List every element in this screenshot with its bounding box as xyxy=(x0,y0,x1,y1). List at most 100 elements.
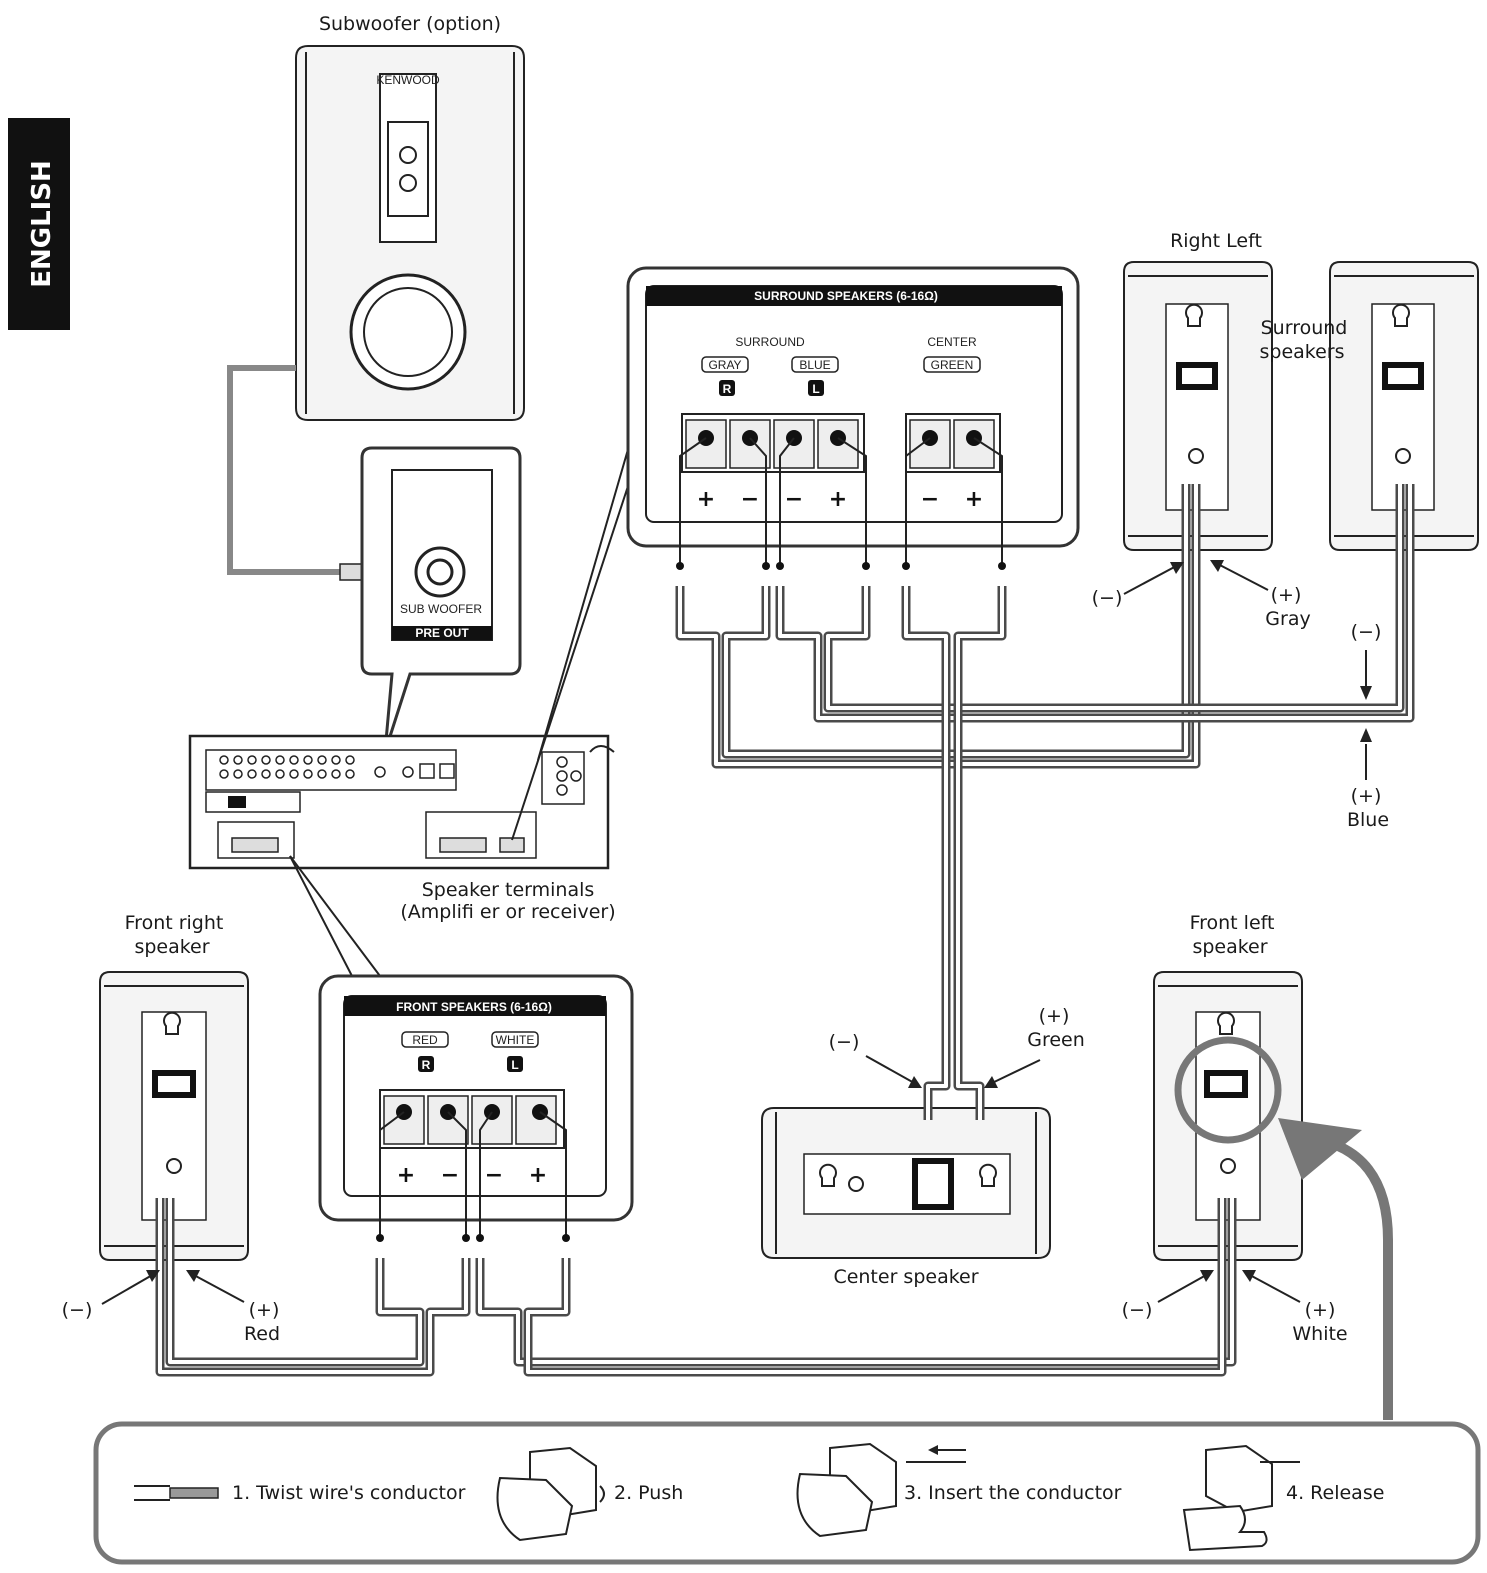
step-1-label: 1. Twist wire's conductor xyxy=(232,1482,466,1504)
channel-l-badge: L xyxy=(511,1058,518,1072)
surround-terminal-leads xyxy=(679,437,1003,566)
keyhole-icon xyxy=(819,1163,837,1187)
language-tab-bg xyxy=(8,118,70,330)
step-2: 2. Push xyxy=(496,1446,683,1542)
front-right-label-line1: Front right xyxy=(125,912,224,934)
subwoofer-brand: KENWOOD xyxy=(376,73,440,87)
polarity-plus: + xyxy=(829,487,847,512)
polarity-plus: + xyxy=(965,487,983,512)
polarity-minus: − xyxy=(485,1163,503,1188)
step-3: 3. Insert the conductor xyxy=(796,1442,1122,1538)
front-right-color-label: Red xyxy=(244,1323,280,1345)
surround-blue-label: Blue xyxy=(1347,809,1389,831)
detail-arrow-head xyxy=(1278,1118,1362,1180)
surround-speaker-left xyxy=(1329,261,1479,551)
polarity-minus: − xyxy=(785,487,803,512)
center-green-label: Green xyxy=(1027,1029,1085,1051)
pushing-hand-icon xyxy=(796,1472,874,1538)
channel-r-badge: R xyxy=(422,1058,431,1072)
front-left-label-line2: speaker xyxy=(1192,936,1267,958)
terminal-clip-icon xyxy=(1205,1444,1273,1514)
subwoofer: Subwoofer (option) KENWOOD xyxy=(295,13,525,421)
language-tab: ENGLISH xyxy=(8,118,70,330)
front-left-color-label: White xyxy=(1292,1323,1347,1345)
power-cord-icon xyxy=(589,745,615,753)
keyhole-icon xyxy=(1217,1011,1235,1035)
surround-speakers-label-line2: speakers xyxy=(1259,341,1344,363)
center-speaker: Center speaker xyxy=(761,1107,1051,1288)
subwoofer-jack-label: SUB WOOFER xyxy=(400,602,482,616)
surround-pos-label-2: (+) xyxy=(1351,785,1382,807)
connection-steps: 1. Twist wire's conductor 2. Push 3. Ins… xyxy=(93,1421,1481,1565)
tag-green: GREEN xyxy=(931,358,974,372)
surround-speakers-label-line1: Surround xyxy=(1261,317,1348,339)
center-neg-label: (−) xyxy=(829,1031,860,1053)
polarity-minus: − xyxy=(441,1163,459,1188)
channel-r-badge: R xyxy=(723,382,732,396)
surround-callout-pointer xyxy=(511,479,631,841)
step-2-label: 2. Push xyxy=(614,1482,683,1504)
center-speaker-caption: Center speaker xyxy=(833,1266,978,1288)
keyhole-icon xyxy=(1185,303,1203,327)
subwoofer-cable xyxy=(227,365,345,575)
polarity-minus: − xyxy=(741,487,759,512)
front-right-neg-label: (−) xyxy=(62,1299,93,1321)
surround-neg-label-2: (−) xyxy=(1351,621,1382,643)
front-right-pos-label: (+) xyxy=(249,1299,280,1321)
center-group-label: CENTER xyxy=(927,335,977,349)
surround-pos-label: (+) xyxy=(1271,584,1302,606)
polarity-plus: + xyxy=(397,1163,415,1188)
front-right-speaker: Front right speaker xyxy=(99,912,249,1261)
keyhole-icon xyxy=(979,1163,997,1187)
front-callout-pointer xyxy=(289,855,381,977)
front-terminal-leads xyxy=(379,1111,567,1238)
front-left-neg-label: (−) xyxy=(1122,1299,1153,1321)
amplifier-input-jacks xyxy=(219,755,414,779)
polarity-plus: + xyxy=(697,487,715,512)
tag-white: WHITE xyxy=(496,1033,535,1047)
surround-speakers-header: Right Left xyxy=(1170,230,1262,252)
speaker-wires xyxy=(155,484,1415,1377)
front-left-speaker: Front left speaker xyxy=(1153,912,1303,1261)
surround-terminal-clips xyxy=(685,419,859,469)
tag-gray: GRAY xyxy=(708,358,741,372)
amplifier-caption-line2: (Amplifi er or receiver) xyxy=(400,901,615,923)
keyhole-icon xyxy=(1392,303,1410,327)
surround-speaker-right xyxy=(1123,261,1273,551)
preout-callout: SUB WOOFER PRE OUT xyxy=(360,446,522,753)
surround-terminal-panel: SURROUND SPEAKERS (6-16Ω) SURROUND CENTE… xyxy=(626,266,1080,548)
pushing-hand-icon xyxy=(496,1476,574,1542)
releasing-hand-icon xyxy=(1182,1504,1268,1552)
center-pos-label: (+) xyxy=(1039,1005,1070,1027)
step-1: 1. Twist wire's conductor xyxy=(134,1482,466,1504)
tag-blue: BLUE xyxy=(799,358,830,372)
preout-label: PRE OUT xyxy=(415,626,469,640)
step-3-label: 3. Insert the conductor xyxy=(904,1482,1122,1504)
step-4-label: 4. Release xyxy=(1286,1482,1384,1504)
language-tab-label: ENGLISH xyxy=(27,160,57,288)
keyhole-icon xyxy=(163,1011,181,1035)
amplifier-caption-line1: Speaker terminals xyxy=(422,879,595,901)
polarity-minus: − xyxy=(921,487,939,512)
front-left-label-line1: Front left xyxy=(1190,912,1275,934)
channel-l-badge: L xyxy=(812,382,819,396)
polarity-annotations: (−) (+) Gray (−) (+) Blue (−) (+) Green … xyxy=(62,560,1389,1345)
front-left-pos-label: (+) xyxy=(1305,1299,1336,1321)
polarity-plus: + xyxy=(529,1163,547,1188)
step-4: 4. Release xyxy=(1182,1444,1384,1552)
surround-panel-header: SURROUND SPEAKERS (6-16Ω) xyxy=(754,289,938,303)
center-terminal-clips xyxy=(909,419,995,469)
highlight-circle xyxy=(1174,1036,1282,1144)
subwoofer-jack-icon xyxy=(399,174,417,192)
detail-arrow xyxy=(1309,1133,1393,1420)
subwoofer-title: Subwoofer (option) xyxy=(319,13,501,35)
surround-group-label: SURROUND xyxy=(735,335,805,349)
surround-neg-label: (−) xyxy=(1092,587,1123,609)
amplifier-rear-panel: Speaker terminals (Amplifi er or receive… xyxy=(188,734,616,923)
surround-gray-label: Gray xyxy=(1265,608,1310,630)
steps-box xyxy=(93,1421,1481,1565)
twisted-wire-icon xyxy=(169,1487,219,1499)
subwoofer-knob-icon xyxy=(399,146,417,164)
front-right-label-line2: speaker xyxy=(134,936,209,958)
